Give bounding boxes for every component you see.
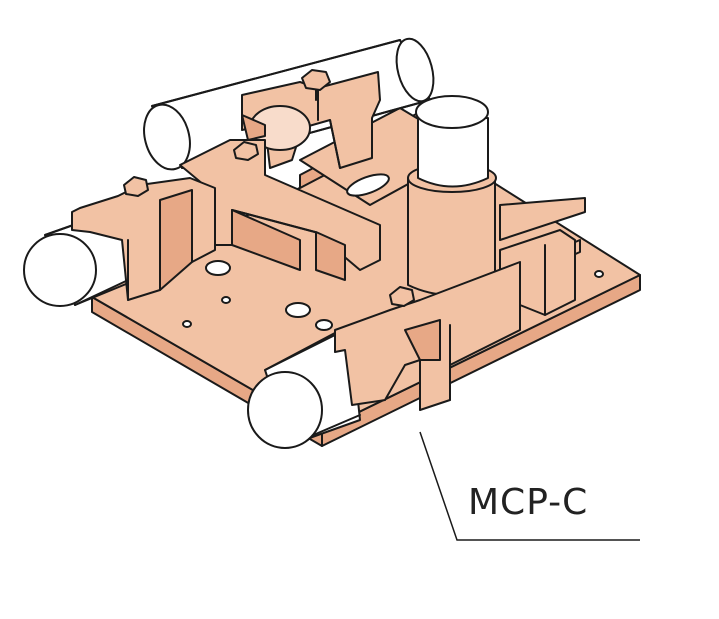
pipe-front: [247, 324, 361, 449]
hex-nut: [233, 141, 259, 161]
adjust-slot: [346, 173, 390, 197]
mounting-hole: [205, 260, 231, 276]
hex-nut: [123, 176, 149, 197]
mounting-hole: [315, 319, 333, 331]
clamp-left: [71, 176, 216, 301]
clamp-front: [334, 261, 521, 411]
clamp-back: [241, 69, 381, 169]
mounting-hole: [594, 270, 604, 278]
mounting-hole: [285, 302, 311, 318]
mounting-hole: [182, 320, 192, 328]
pipe-middle: [179, 139, 381, 281]
mounting-hole: [221, 296, 231, 304]
hex-nut: [301, 69, 331, 91]
post-top: [415, 95, 489, 129]
part-label: MCP-C: [468, 482, 589, 523]
hex-nut: [389, 286, 415, 307]
leader-line: [419, 431, 640, 541]
post-sleeve: [407, 95, 497, 296]
